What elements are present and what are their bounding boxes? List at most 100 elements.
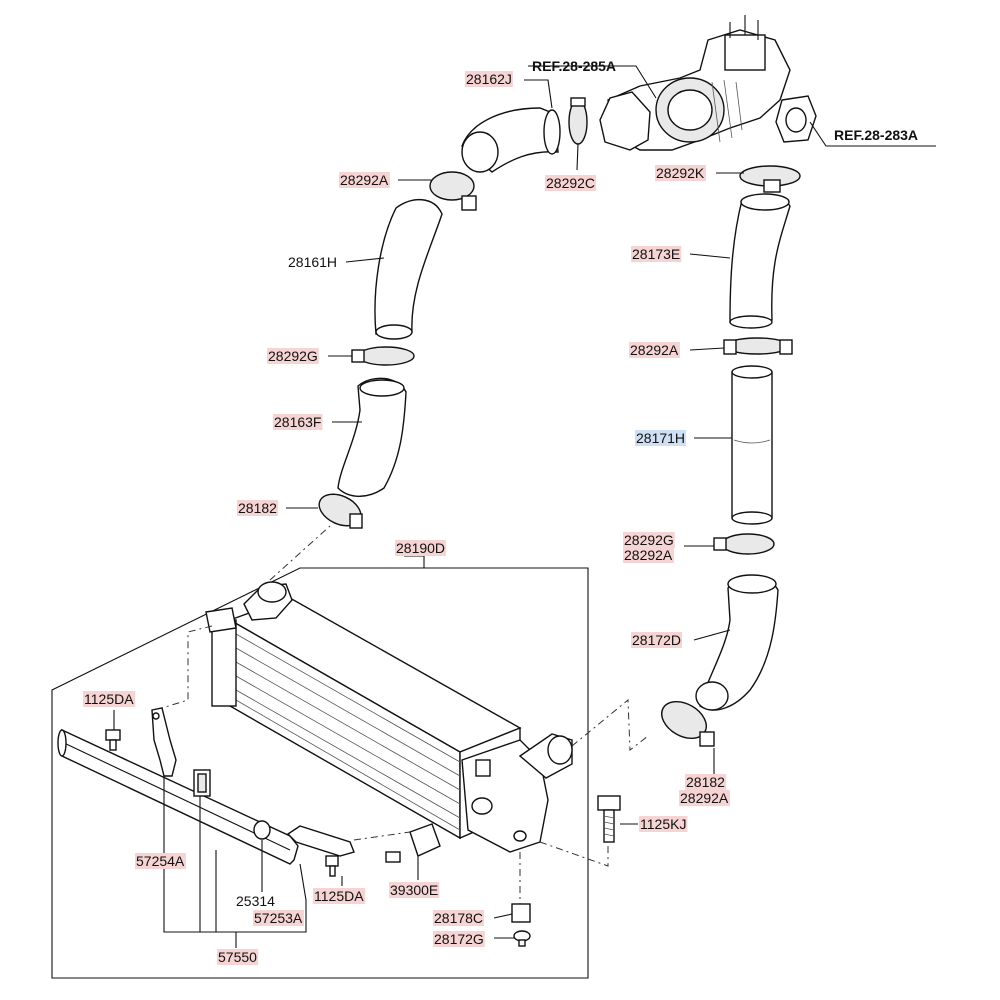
label-highlight [465, 71, 513, 87]
part-label-57253a[interactable]: 57253A [254, 910, 303, 926]
leader-28178c [493, 913, 513, 919]
part-label-28161h[interactable]: 28161H [288, 254, 337, 270]
flange-gasket-hole [785, 107, 807, 133]
part-label-28182-right[interactable]: 28182 [686, 774, 725, 790]
label-highlight [253, 910, 304, 926]
plug-28178c [511, 903, 531, 923]
leader-ref-283a [809, 121, 936, 147]
part-label-28171h[interactable]: 28171H [636, 430, 685, 446]
hose-28172d [695, 574, 779, 711]
part-label-28292a-right3[interactable]: 28292A [680, 790, 729, 806]
hose-28173e [729, 193, 791, 329]
label-highlight [313, 888, 366, 904]
part-label-1125da-top[interactable]: 1125DA [84, 691, 134, 707]
sensor-39300e [385, 823, 441, 863]
label-highlight [433, 931, 485, 947]
leader-28173e [689, 253, 731, 259]
label-highlight [267, 348, 319, 364]
bolt-1125da-bottom [325, 855, 339, 877]
hose-28161h [374, 199, 443, 340]
label-highlight [623, 547, 674, 563]
ref-285a-label[interactable]: REF.28-285A [532, 58, 616, 74]
clamp-28182-right [661, 700, 715, 747]
label-highlight [237, 500, 279, 516]
label-highlight [339, 172, 390, 188]
label-highlight [135, 853, 186, 869]
part-label-28173e[interactable]: 28173E [632, 246, 680, 262]
label-highlight [631, 246, 682, 262]
part-label-28172g[interactable]: 28172G [434, 931, 484, 947]
label-highlight [395, 540, 447, 556]
label-highlight [685, 774, 727, 790]
bolt-1125kj [597, 795, 621, 843]
ref-283a-label[interactable]: REF.28-283A [834, 127, 918, 143]
label-highlights [83, 71, 730, 965]
label-highlight [679, 790, 730, 806]
bracket-57254a [151, 707, 177, 777]
part-label-28292a-top[interactable]: 28292A [340, 172, 389, 188]
leader-28292a-right [689, 347, 725, 351]
part-label-28182-left[interactable]: 28182 [238, 500, 277, 516]
label-highlight [623, 532, 675, 548]
label-highlight [217, 949, 259, 965]
part-label-28292k[interactable]: 28292K [656, 165, 705, 181]
part-label-57254a[interactable]: 57254A [136, 853, 185, 869]
grommet-25314 [253, 820, 271, 840]
part-label-28292g-right[interactable]: 28292G [624, 532, 674, 548]
intercooler-28190d [205, 581, 573, 853]
part-label-28292a-right2[interactable]: 28292A [624, 547, 673, 563]
clamp-28182-left [318, 493, 363, 529]
part-label-28292c[interactable]: 28292C [546, 175, 595, 191]
hose-28162j [461, 107, 561, 173]
part-label-28190d[interactable]: 28190D [396, 540, 445, 556]
dash-cooler-to-28182 [269, 525, 331, 581]
part-label-1125da-bottom[interactable]: 1125DA [314, 888, 364, 904]
part-label-39300e[interactable]: 39300E [390, 882, 438, 898]
label-highlight [629, 342, 680, 358]
bolt-1125da-top [105, 729, 121, 751]
clamp-28292a-right [723, 337, 793, 355]
label-highlight [631, 632, 683, 648]
part-label-28162j[interactable]: 28162J [466, 71, 512, 87]
part-label-28292a-right[interactable]: 28292A [630, 342, 679, 358]
clamp-28292c [568, 97, 588, 145]
dash-cooler-inlet [161, 625, 213, 709]
part-label-1125kj[interactable]: 1125KJ [640, 816, 686, 832]
leader-ref-285a [528, 65, 657, 99]
hose-28163f [337, 377, 407, 497]
part-label-28178c[interactable]: 28178C [434, 910, 483, 926]
label-highlight [433, 910, 485, 926]
dash-cooler-to-28182-right [571, 698, 649, 751]
bushing-57554 [193, 769, 211, 797]
screw-28172g [513, 930, 531, 947]
label-highlight [655, 165, 706, 181]
part-label-28172d[interactable]: 28172D [632, 632, 681, 648]
clamp-28292a-top [429, 171, 477, 211]
part-label-28163f[interactable]: 28163F [274, 414, 321, 430]
label-highlight [389, 882, 440, 898]
pipe-28171h [731, 365, 773, 525]
label-highlight [635, 430, 687, 446]
part-label-28292g-left[interactable]: 28292G [268, 348, 318, 364]
part-label-57550[interactable]: 57550 [218, 949, 257, 965]
label-highlight [545, 175, 597, 191]
leader-28190d [404, 555, 425, 568]
label-highlight [639, 816, 688, 832]
leader-57550 [163, 796, 307, 948]
clamp-28292g-left [351, 346, 415, 366]
leader-28172d [693, 629, 731, 641]
dash-sensor [353, 831, 411, 841]
bracket-57253a [286, 825, 355, 857]
label-highlight [273, 414, 323, 430]
clamp-28292g-right [713, 533, 775, 555]
clamp-28292k [739, 165, 801, 193]
leader-28292c [576, 143, 579, 171]
leader-28161h [345, 257, 385, 263]
label-highlight [83, 691, 136, 707]
leader-28162j [524, 79, 553, 109]
turbocharger [599, 15, 791, 151]
part-label-25314[interactable]: 25314 [236, 893, 275, 909]
dash-cooler-to-bolt [539, 841, 609, 867]
